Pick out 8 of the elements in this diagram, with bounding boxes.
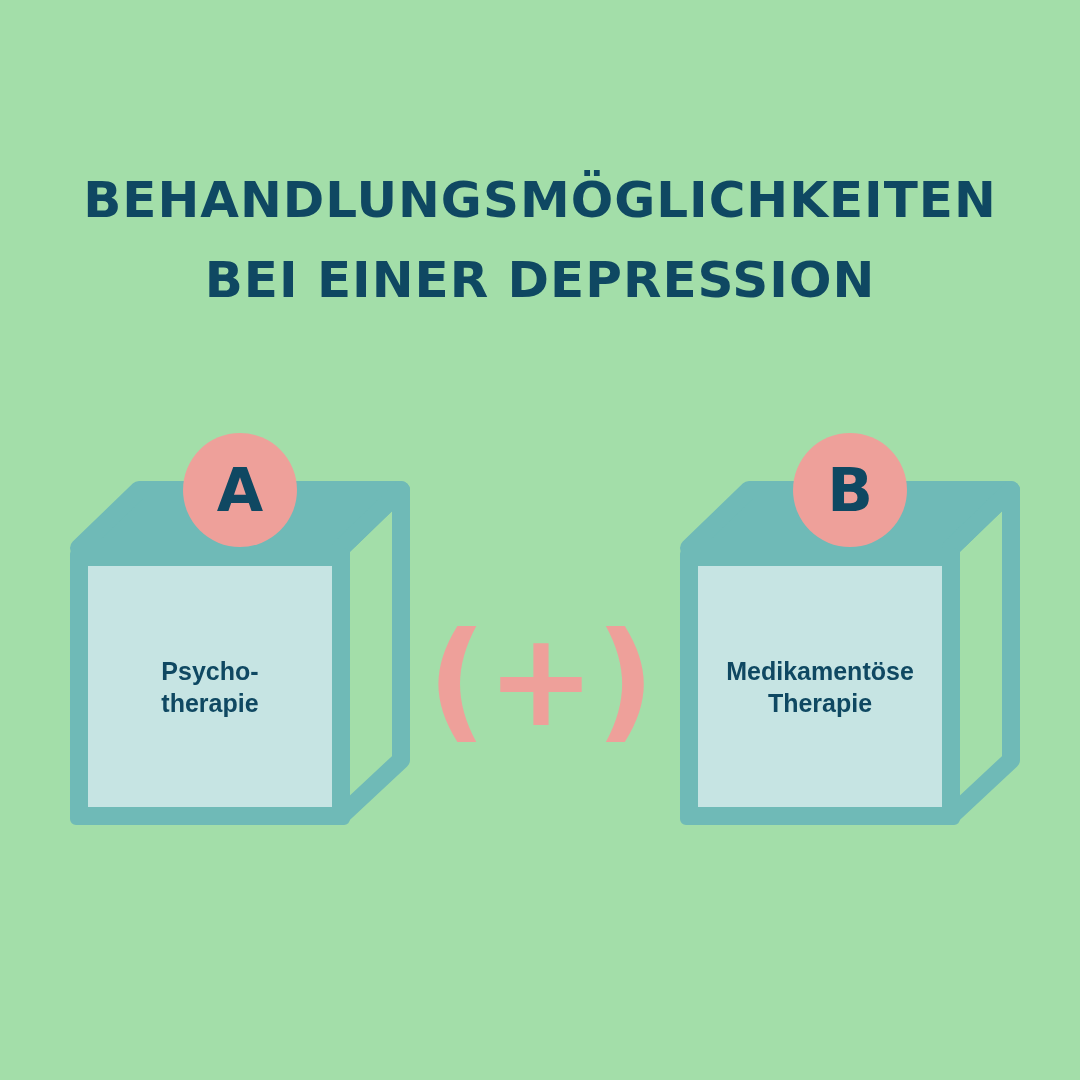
plus-sign: (+) [436, 603, 646, 758]
letter-badge: B [793, 433, 907, 547]
letter-badge: A [183, 433, 297, 547]
box-label: Psycho- therapie [160, 655, 260, 719]
title: BEHANDLUNGSMÖGLICHKEITEN BEI EINER DEPRESSION [82, 169, 998, 311]
box-label: Medikamentöse Therapie [725, 655, 915, 719]
cube-box [680, 548, 960, 825]
cube-box [70, 548, 350, 825]
